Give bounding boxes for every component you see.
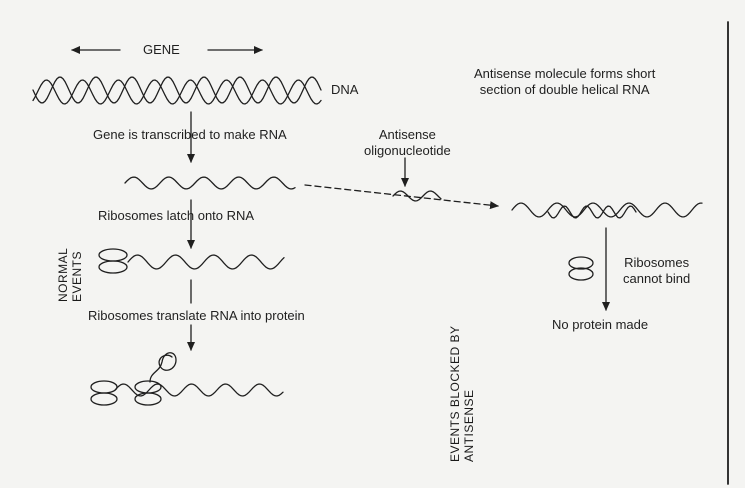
label-dna: DNA [331, 82, 359, 97]
label-no-protein-made: No protein made [552, 317, 649, 332]
label-ribosomes-latch: Ribosomes latch onto RNA [98, 208, 255, 223]
label-normal-events: NORMAL EVENTS [56, 247, 84, 302]
label-antisense-oligonucleotide: Antisense oligonucleotide [364, 127, 451, 158]
label-antisense-forms: Antisense molecule forms short section o… [474, 66, 656, 97]
ribosome-icon [568, 256, 594, 281]
double-helical-rna [511, 202, 703, 218]
label-gene: GENE [143, 42, 180, 57]
label-events-blocked: EVENTS BLOCKED BY ANTISENSE [448, 325, 476, 462]
mrna-strand [124, 176, 296, 190]
double-helical-rna [547, 205, 637, 219]
growing-protein-chain [149, 352, 177, 383]
mrna-strand-with-ribosome [127, 254, 285, 270]
dashed-arrow-to-duplex [304, 184, 499, 210]
label-ribosomes-translate: Ribosomes translate RNA into protein [88, 308, 305, 323]
dna-helix-strand [32, 76, 322, 104]
ribosome-icon [98, 248, 128, 274]
ribosome-icon [134, 380, 162, 406]
label-gene-transcribed: Gene is transcribed to make RNA [93, 127, 287, 142]
antisense-oligonucleotide [392, 190, 442, 202]
dna-helix-strand [32, 79, 322, 105]
label-ribosomes-cannot-bind: Ribosomes cannot bind [623, 255, 691, 286]
ribosome-icon [90, 380, 118, 406]
mrna-strand-translated [114, 383, 284, 397]
